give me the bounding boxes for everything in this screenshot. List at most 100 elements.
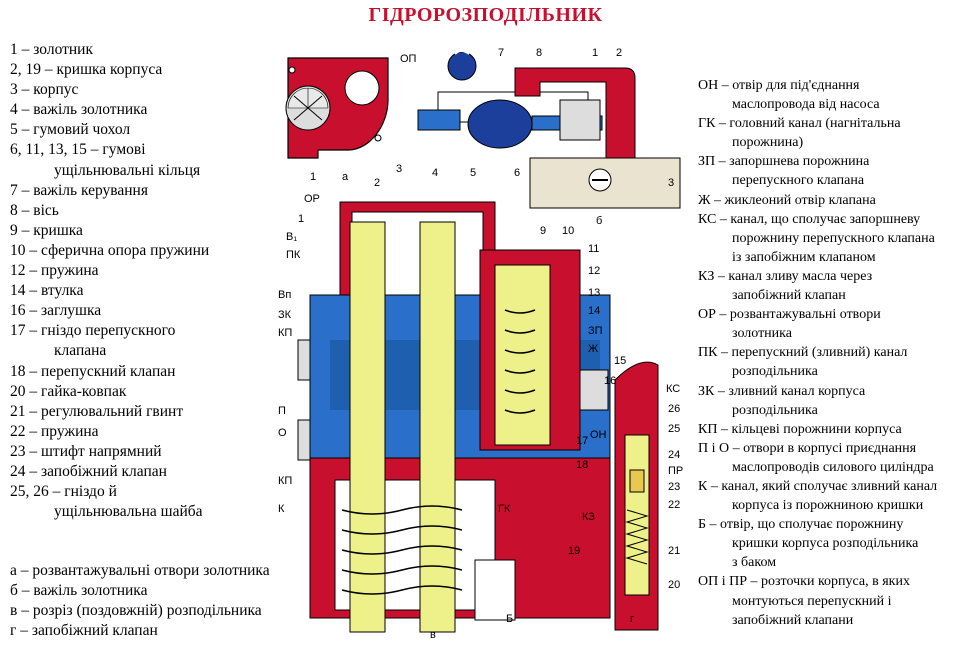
left_legend-item: 3 – корпус — [10, 81, 79, 99]
left_legend-item: 7 – важіль керування — [10, 181, 148, 199]
label-ks: КС — [666, 383, 680, 395]
right_legend-item: перепускного клапана — [732, 173, 865, 189]
right_legend-item: із запобіжним клапаном — [732, 249, 876, 265]
right_legend-item: порожнину перепускного клапана — [732, 230, 935, 246]
right_legend-item: маслопровода від насоса — [732, 97, 880, 113]
bottom_legend-item: г – запобіжний клапан — [10, 622, 158, 640]
label-4-a: 4 — [432, 167, 438, 179]
page-title: ГІДРОРОЗПОДІЛЬНИК — [368, 4, 603, 26]
left_legend-item: 16 – заглушка — [10, 302, 102, 320]
left_legend-item: 17 – гніздо перепускного — [10, 322, 176, 340]
label-zk: ЗК — [278, 309, 292, 321]
left_legend-item: 8 – вісь — [10, 201, 59, 219]
view-d-relief-valve — [614, 361, 659, 631]
label-vp: Вп — [278, 289, 291, 301]
label-gk: ГК — [498, 503, 511, 515]
bottom_legend-item: в – розріз (поздовжній) розподільника — [10, 602, 262, 620]
label-3-b: 3 — [668, 177, 674, 189]
right_legend-item: ПК – перепускний (зливний) канал — [698, 345, 908, 361]
label-18: 18 — [576, 459, 588, 471]
label-pr: ПР — [668, 465, 683, 477]
label-o: О — [278, 427, 287, 439]
right_legend-item: ГК – головний канал (нагнітальна — [698, 116, 901, 132]
left_legend-item: 12 – пружина — [10, 262, 99, 280]
view-c-section — [297, 201, 611, 633]
right_legend-item: корпуса із порожниною кришки — [732, 498, 924, 514]
label-on: ОН — [590, 429, 607, 441]
right_legend-item: ЗП – запоршнева порожнина — [698, 154, 870, 170]
right_legend-item: П і О – отвори в корпусі приєднання — [698, 440, 917, 456]
label-1-top: 1 — [592, 47, 598, 59]
left_legend-item: 18 – перепускний клапан — [10, 362, 176, 380]
right_legend-item: КЗ – канал зливу масла через — [698, 268, 873, 284]
label-6: 6 — [514, 167, 520, 179]
right_legend-item: монтуються перепускний і — [732, 593, 892, 609]
label-v-view: в — [430, 629, 436, 641]
left_legend-item: клапана — [54, 342, 107, 360]
label-17: 17 — [576, 435, 588, 447]
label-2-top: 2 — [616, 47, 622, 59]
label-g-view: г — [630, 613, 634, 625]
right_legend-item: Ж – жиклеоний отвір клапана — [698, 192, 876, 208]
label-a-top: а — [342, 171, 349, 183]
label-24: 24 — [668, 449, 680, 461]
right_legend-item: розподільника — [732, 364, 818, 380]
right_legend-item: маслопроводів силового циліндра — [732, 459, 934, 475]
label-kp1: КП — [278, 327, 292, 339]
bottom_legend-item: а – розвантажувальні отвори золотника — [10, 562, 270, 579]
right_legend-item: кришки корпуса розподільника — [732, 536, 919, 552]
label-11: 11 — [588, 243, 599, 255]
left_legend-item: 14 – втулка — [10, 282, 84, 300]
left_legend-item: 21 – регулювальний гвинт — [10, 402, 184, 420]
label-15: 15 — [614, 355, 626, 367]
label-1: 1 — [298, 213, 304, 225]
left_legend-item: 10 – сферична опора пружини — [10, 241, 210, 259]
label-14: 14 — [588, 305, 600, 317]
label-v1: В₁ — [286, 231, 297, 243]
right_legend-item: запобіжний клапани — [732, 612, 854, 628]
left_legend-item: 6, 11, 13, 15 – гумові — [10, 141, 146, 159]
label-b: Б — [506, 613, 513, 625]
left_legend-item: ущільнювальна шайба — [54, 503, 203, 521]
label-pk: ПК — [286, 249, 301, 261]
label-k: К — [278, 503, 285, 515]
label-12: 12 — [588, 265, 600, 277]
label-kp2: КП — [278, 475, 292, 487]
view-a-spool-lever — [285, 57, 389, 159]
diagram-labels: ОП 7 8 1 2 1 а 3 4 5 6 3 б ОР 2 1 В₁ ПК … — [278, 47, 683, 641]
right_legend-item: Б – отвір, що сполучає порожнину — [698, 517, 904, 533]
label-zh: Ж — [588, 343, 598, 355]
right_legend-item: КС – канал, що сполучає запоршневу — [698, 211, 921, 227]
channels-legend: ОН – отвір для під'єднання маслопровода в… — [698, 76, 970, 630]
label-or: ОР — [304, 193, 320, 205]
left_legend-item: 2, 19 – кришка корпуса — [10, 61, 163, 79]
right_legend-item: ОП і ПР – розточки корпуса, в яких — [698, 574, 910, 590]
label-kz: КЗ — [582, 511, 595, 523]
right_legend-item: з баком — [732, 555, 777, 571]
label-19: 19 — [568, 545, 580, 557]
label-1-a: 1 — [310, 171, 316, 183]
left_legend-item: 20 – гайка-ковпак — [10, 382, 127, 400]
right_legend-item: К – канал, який сполучає зливний канал — [698, 478, 938, 494]
left_legend-item: 5 – гумовий чохол — [10, 121, 131, 139]
label-p: П — [278, 405, 286, 417]
right_legend-item: КП – кільцеві порожнини корпуса — [698, 421, 902, 437]
left_legend-item: 22 – пружина — [10, 422, 99, 440]
right_legend-item: розподільника — [732, 402, 818, 418]
right_legend-item: запобіжний клапан — [732, 288, 846, 304]
label-21: 21 — [668, 545, 680, 557]
right_legend-item: порожнина) — [732, 135, 804, 151]
label-22: 22 — [668, 499, 680, 511]
label-23: 23 — [668, 481, 680, 493]
label-16: 16 — [604, 375, 616, 387]
label-20: 20 — [668, 579, 680, 591]
left_legend-item: ущільнювальні кільця — [54, 161, 201, 179]
label-25: 25 — [668, 423, 680, 435]
left_legend-item: 23 – штифт напрямний — [10, 442, 162, 460]
right_legend-item: ОН – отвір для під'єднання — [698, 78, 860, 93]
label-10: 10 — [562, 225, 574, 237]
left_legend-item: 25, 26 – гніздо й — [10, 483, 117, 501]
label-5: 5 — [470, 167, 476, 179]
label-op-top: ОП — [400, 53, 417, 65]
